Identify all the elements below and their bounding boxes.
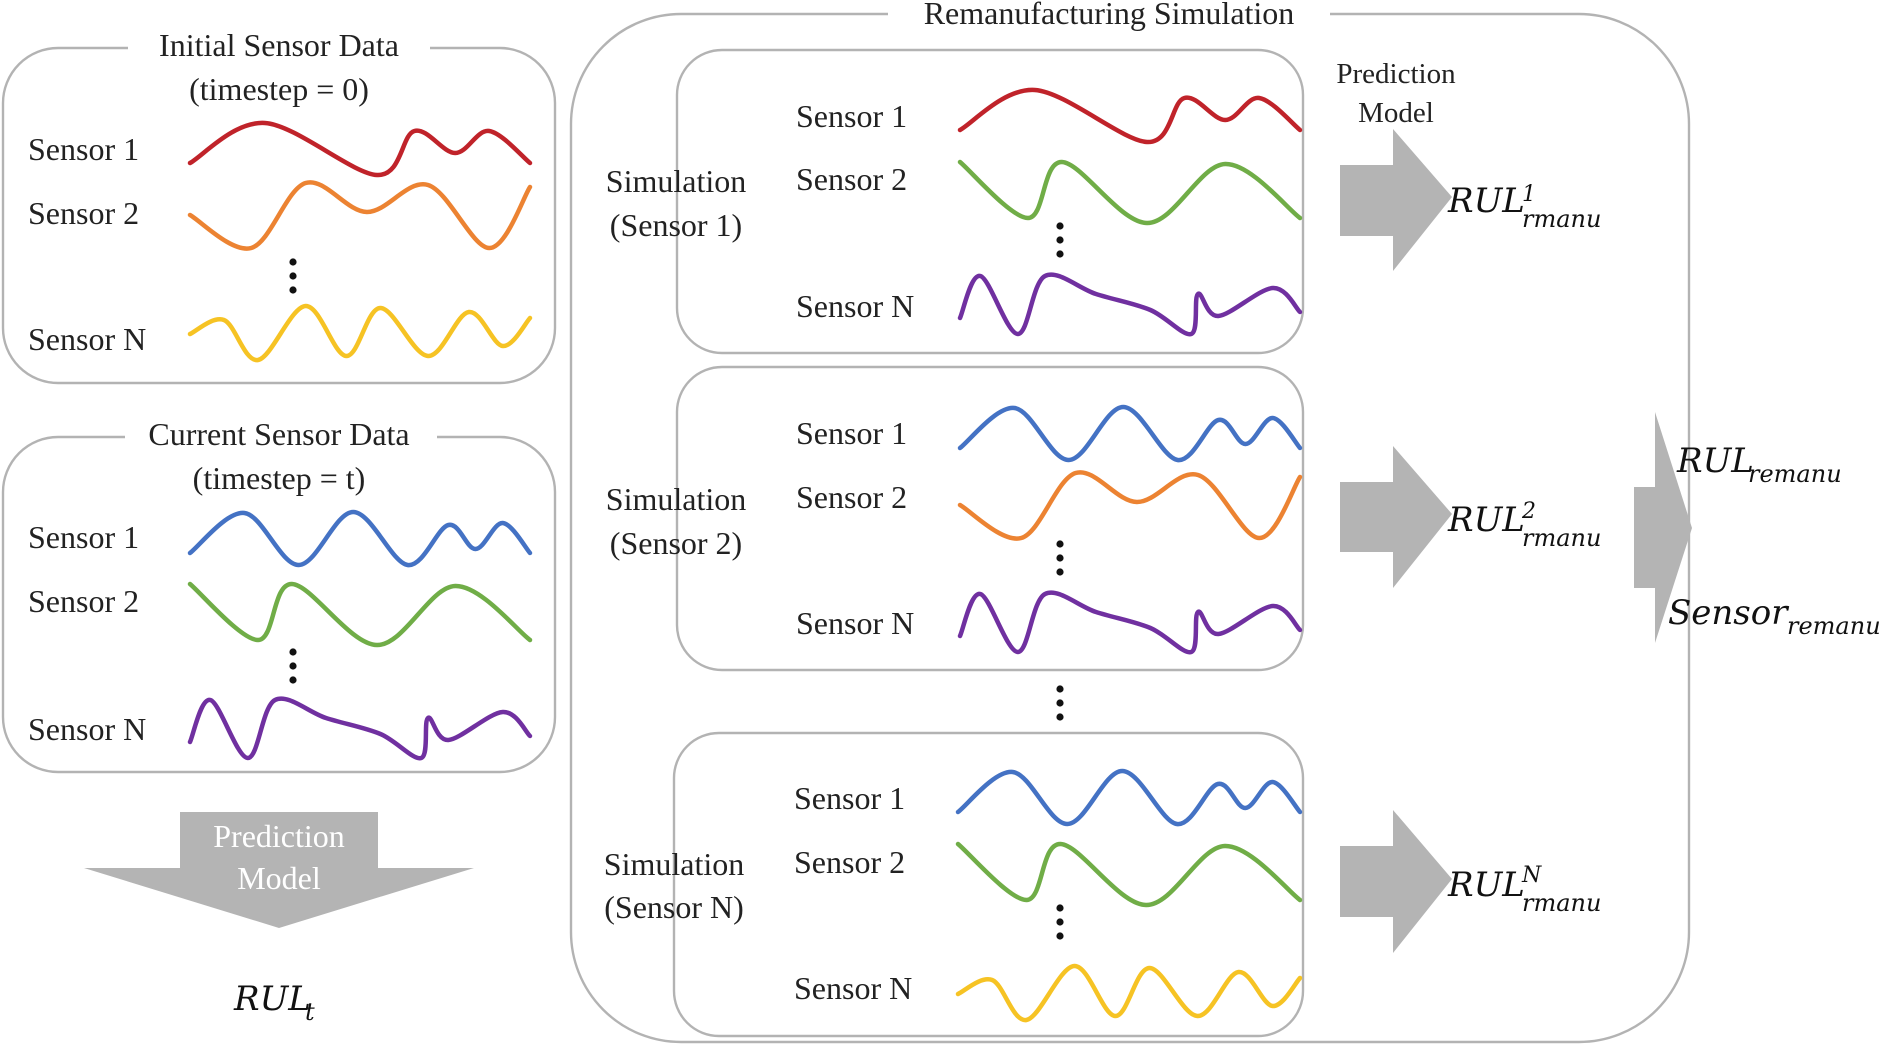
prediction-model-label-line1: Prediction	[1336, 58, 1456, 90]
simulation-1-arrow	[1340, 129, 1452, 271]
prediction-model-label-line2: Model	[1358, 97, 1434, 129]
current-title-line1: Current Sensor Data	[148, 416, 409, 452]
final-output-sensor-base: Sensor	[1668, 593, 1789, 633]
simulation-2-title-line2: (Sensor 2)	[610, 525, 742, 561]
simulation-1-ellipsis-dots	[1056, 222, 1064, 258]
simulation-n-ellipsis-dots	[1056, 904, 1064, 940]
rul-result-n-base: RUL	[1447, 865, 1525, 905]
initial-sensor-1-label: Sensor 1	[28, 131, 139, 167]
simulation-1-sensor-n-wave	[957, 272, 1303, 337]
final-output-arrow	[1634, 412, 1692, 643]
simulation-2-sensor-1-wave	[957, 404, 1303, 463]
initial-sensor-n-label: Sensor N	[28, 321, 146, 357]
simulation-1-panel: Simulation (Sensor 1) Sensor 1 Sensor 2 …	[606, 48, 1305, 355]
final-output-sensor-sub: remanu	[1787, 612, 1881, 640]
current-title-line2: (timestep = t)	[193, 460, 366, 496]
final-output-rul: RUL remanu	[1676, 441, 1842, 488]
down-arrow-label-line1: Prediction	[213, 818, 345, 854]
rul-result-1-base: RUL	[1447, 181, 1525, 221]
remanufacturing-title-mask	[888, 0, 1330, 30]
between-simulations-ellipsis-dots	[1056, 685, 1064, 721]
simulation-2-sensor-1-label: Sensor 1	[796, 415, 907, 451]
rul-t-sub: t	[305, 998, 315, 1026]
rul-result-n: RUL N rmanu	[1447, 863, 1601, 917]
final-output-rul-sub: remanu	[1748, 460, 1842, 488]
initial-sensor-panel: Initial Sensor Data (timestep = 0) Senso…	[1, 27, 557, 385]
simulation-2-sensor-2-label: Sensor 2	[796, 479, 907, 515]
initial-title-mask	[128, 28, 430, 70]
simulation-1-frame	[675, 48, 1305, 355]
simulation-n-title-line1: Simulation	[604, 846, 744, 882]
down-arrow-shape	[84, 812, 474, 928]
simulation-2-panel: Simulation (Sensor 2) Sensor 1 Sensor 2 …	[606, 365, 1305, 672]
simulation-n-title-line2: (Sensor N)	[604, 889, 744, 925]
current-sensor-n-label: Sensor N	[28, 711, 146, 747]
rul-result-2-sub: rmanu	[1522, 524, 1601, 552]
remanufacturing-title: Remanufacturing Simulation	[924, 0, 1295, 31]
initial-title-line2: (timestep = 0)	[189, 71, 369, 107]
current-sensor-panel: Current Sensor Data (timestep = t) Senso…	[1, 415, 557, 774]
initial-sensor-1-wave	[187, 120, 533, 178]
current-ellipsis-dots	[289, 648, 297, 684]
rul-t-label: RUL t	[233, 979, 315, 1026]
rul-result-2-base: RUL	[1447, 500, 1525, 540]
simulation-2-title-line1: Simulation	[606, 481, 746, 517]
simulation-1-title-line2: (Sensor 1)	[610, 207, 742, 243]
current-title-mask	[125, 415, 437, 457]
initial-sensor-2-label: Sensor 2	[28, 195, 139, 231]
rul-result-1: RUL 1 rmanu	[1447, 181, 1601, 233]
simulation-2-sensor-n-label: Sensor N	[796, 605, 914, 641]
initial-sensor-n-wave	[187, 303, 533, 363]
rul-result-1-sub: rmanu	[1522, 205, 1601, 233]
rul-t-base: RUL	[233, 979, 311, 1019]
current-sensor-n-wave	[187, 696, 533, 761]
simulation-n-sensor-n-wave	[955, 963, 1303, 1023]
current-sensor-2-wave	[187, 581, 533, 648]
simulation-2-sensor-n-wave	[957, 590, 1303, 655]
rul-result-2: RUL 2 rmanu	[1447, 499, 1601, 552]
simulation-2-arrow	[1340, 446, 1452, 588]
rul-result-2-sup: 2	[1521, 499, 1536, 524]
simulation-n-panel: Simulation (Sensor N) Sensor 1 Sensor 2 …	[604, 731, 1305, 1038]
simulation-1-title-line1: Simulation	[606, 163, 746, 199]
simulation-n-frame	[672, 731, 1305, 1038]
simulation-1-sensor-n-label: Sensor N	[796, 288, 914, 324]
initial-title-line1: Initial Sensor Data	[159, 27, 399, 63]
current-sensor-1-label: Sensor 1	[28, 519, 139, 555]
rul-result-1-sup: 1	[1522, 182, 1536, 207]
simulation-n-sensor-1-wave	[955, 768, 1303, 827]
simulation-1-sensor-1-label: Sensor 1	[796, 98, 907, 134]
simulation-2-frame	[675, 365, 1305, 672]
simulation-n-sensor-2-wave	[955, 841, 1303, 908]
simulation-n-sensor-n-label: Sensor N	[794, 970, 912, 1006]
current-sensor-2-label: Sensor 2	[28, 583, 139, 619]
simulation-2-sensor-2-wave	[957, 470, 1303, 541]
initial-sensor-2-wave	[187, 180, 533, 251]
simulation-1-sensor-2-wave	[957, 159, 1303, 226]
simulation-1-sensor-2-label: Sensor 2	[796, 161, 907, 197]
down-arrow-label-line2: Model	[237, 860, 321, 896]
simulation-n-arrow	[1340, 810, 1452, 953]
simulation-2-ellipsis-dots	[1056, 540, 1064, 576]
rul-result-n-sup: N	[1521, 863, 1542, 888]
remanufacturing-panel: Remanufacturing Simulation Prediction Mo…	[569, 0, 1691, 1044]
final-output-rul-base: RUL	[1676, 441, 1754, 481]
simulation-n-sensor-2-label: Sensor 2	[794, 844, 905, 880]
initial-ellipsis-dots	[289, 258, 297, 294]
rul-result-n-sub: rmanu	[1522, 889, 1601, 917]
prediction-arrow-down: Prediction Model	[84, 812, 474, 928]
current-sensor-1-wave	[187, 509, 533, 568]
simulation-n-sensor-1-label: Sensor 1	[794, 780, 905, 816]
final-output-sensor: Sensor remanu	[1668, 593, 1881, 640]
simulation-1-sensor-1-wave	[957, 87, 1303, 145]
